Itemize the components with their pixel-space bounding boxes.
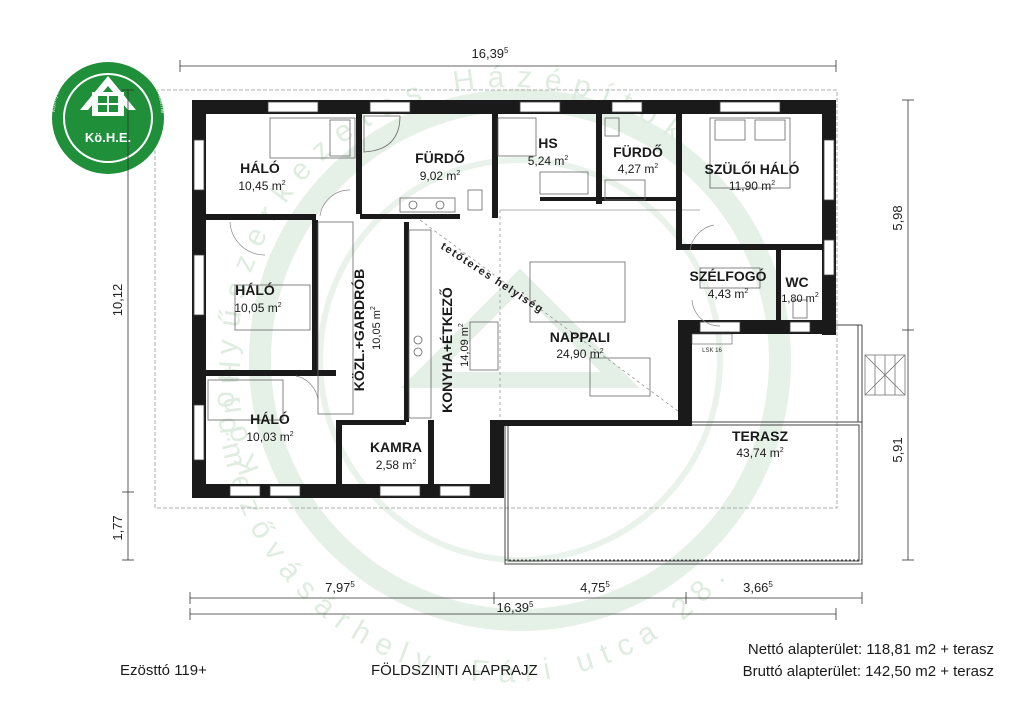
logo: Kö.H.E. Könnyűszerkezetes Házépítők Egye…: [0, 0, 165, 174]
toilet-wc: [792, 299, 808, 319]
room-area-halo-3: 10,03 m2: [246, 430, 293, 444]
toilet-2: [604, 117, 620, 137]
project-name: Ezösttó 119+: [120, 662, 207, 679]
room-area-kamra: 2,58 m2: [376, 458, 417, 472]
net-area: Nettó alapterület: 118,81 m2 + terasz: [747, 641, 994, 658]
room-name-terasz: TERASZ: [732, 428, 788, 444]
stair-label: LSK 16: [702, 348, 722, 354]
dim-top-total: 16,395: [472, 46, 510, 61]
room-name-halo-2: HÁLÓ: [235, 281, 275, 298]
fixtures: [207, 115, 808, 421]
room-area-wc: 1,80 m2: [781, 292, 819, 305]
wardrobe: [317, 221, 354, 415]
washer: [539, 171, 589, 195]
room-area-nappali: 24,90 m2: [556, 347, 603, 361]
dim-bottom-c: 3,665: [743, 580, 773, 595]
room-area-kozl-gardrob: 10,05 m2: [370, 306, 383, 350]
dim-left-main: 10,12: [110, 284, 125, 317]
dim-bottom-total: 16,395: [497, 600, 535, 615]
watermark-text-bottom: Hódmezővásárhely, Fári utca 28.: [210, 359, 737, 689]
room-area-hs: 5,24 m2: [528, 154, 569, 168]
room-name-kamra: KAMRA: [370, 439, 422, 455]
doors: [229, 189, 721, 401]
room-name-kozl-gardrob: KÖZL.+GARDRÓB: [350, 269, 367, 392]
plan-title: FÖLDSZINTI ALAPRAJZ: [371, 662, 538, 679]
sofa: [529, 261, 626, 323]
room-name-szelfogo: SZÉLFOGÓ: [690, 267, 767, 284]
room-name-konyha-etkezo: KONYHA+ÉTKEZŐ: [438, 287, 455, 413]
kitchen-counter: [408, 229, 432, 419]
house-icon: [80, 76, 136, 116]
room-area-szelfogo: 4,43 m2: [708, 287, 749, 301]
room-area-halo-2: 10,05 m2: [234, 301, 281, 315]
room-name-szuloi-halo: SZÜLŐI HÁLÓ: [705, 160, 800, 177]
windows: [193, 101, 835, 497]
bed-parents: [709, 117, 791, 189]
room-name-wc: WC: [785, 274, 808, 290]
dining-table: [589, 357, 651, 397]
dimension-lines: [122, 60, 914, 620]
corner-bath: [363, 115, 401, 153]
room-area-furdo-2: 4,27 m2: [618, 162, 659, 176]
interior-walls: [206, 114, 822, 484]
room-area-konyha-etkezo: 14,09 m2: [458, 323, 471, 367]
logo-name: Kö.H.E.: [85, 130, 131, 145]
entrance-steps: [864, 354, 906, 396]
room-area-furdo-1: 9,02 m2: [420, 169, 461, 183]
room-area-halo-1: 10,45 m2: [238, 179, 285, 193]
room-name-hs: HS: [538, 135, 557, 151]
bed-3: [207, 379, 284, 421]
bed-1: [269, 117, 356, 159]
dim-bottom-a: 7,975: [325, 580, 355, 595]
dim-right-lower: 5,91: [890, 437, 905, 462]
dim-right-upper: 5,98: [890, 205, 905, 230]
roof-outline: [154, 89, 838, 509]
room-name-halo-1: HÁLÓ: [240, 159, 280, 176]
dim-bottom-b: 4,755: [580, 580, 610, 595]
room-area-terasz: 43,74 m2: [736, 446, 783, 460]
room-labels: HÁLÓ 10,45 m2 FÜRDŐ 9,02 m2 HS 5,24 m2 F…: [234, 135, 819, 472]
washbasins: [399, 197, 456, 213]
kitchen-island: [469, 321, 499, 371]
room-name-halo-3: HÁLÓ: [250, 410, 290, 427]
room-name-furdo-2: FÜRDŐ: [613, 143, 663, 160]
gross-area: Bruttó alapterület: 142,50 m2 + terasz: [742, 663, 994, 680]
shower: [497, 117, 537, 157]
room-area-szuloi-halo: 11,90 m2: [729, 179, 775, 193]
bed-2: [234, 284, 311, 331]
toilet-1: [467, 189, 483, 211]
dim-left-terrace: 1,77: [110, 515, 125, 540]
room-name-nappali: NAPPALI: [550, 329, 610, 345]
room-name-furdo-1: FÜRDŐ: [415, 149, 465, 166]
